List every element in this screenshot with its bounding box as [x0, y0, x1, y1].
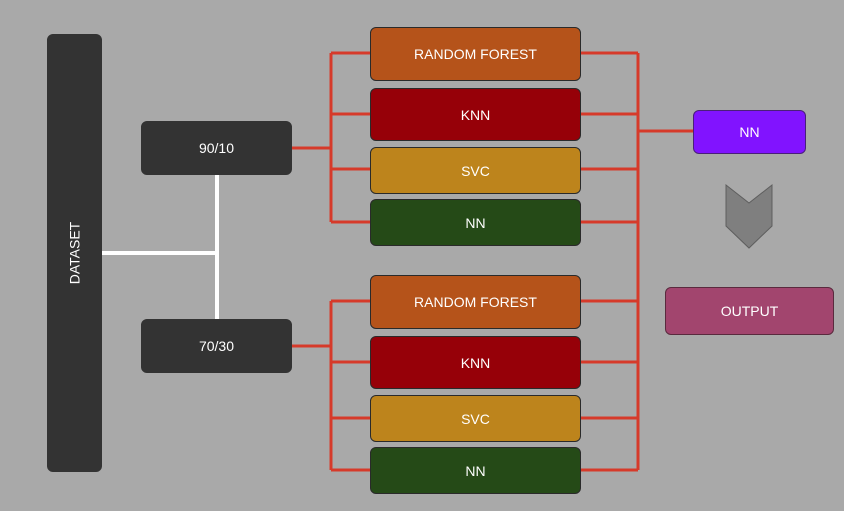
dataset-connectors [102, 175, 219, 319]
split-label: 70/30 [198, 338, 235, 354]
model-label: NN [465, 462, 486, 479]
model-to-final-connectors [581, 51, 693, 472]
final-nn-label: NN [739, 124, 760, 140]
dataset-box: DATASET [47, 34, 102, 472]
output-label: OUTPUT [720, 303, 779, 319]
knn-box: KNN [370, 336, 581, 389]
model-label: NN [465, 214, 486, 231]
model-label: KNN [460, 354, 491, 371]
down-arrow-icon [725, 183, 773, 249]
knn-box: KNN [370, 88, 581, 141]
split-label: 90/10 [198, 140, 235, 156]
model-label: SVC [461, 410, 490, 427]
random-forest-box: RANDOM FOREST [370, 27, 581, 81]
model-label: KNN [460, 106, 491, 123]
random-forest-box: RANDOM FOREST [370, 275, 581, 329]
bottom-split-connectors [292, 299, 370, 472]
dataset-label: DATASET [66, 221, 83, 285]
top-split-connectors [292, 51, 370, 224]
model-label: RANDOM FOREST [414, 294, 537, 310]
model-label: RANDOM FOREST [414, 46, 537, 62]
output-box: OUTPUT [665, 287, 834, 335]
final-nn-box: NN [693, 110, 806, 154]
nn-box: NN [370, 447, 581, 494]
svc-box: SVC [370, 395, 581, 442]
nn-box: NN [370, 199, 581, 246]
split-70-30-box: 70/30 [141, 319, 292, 373]
split-90-10-box: 90/10 [141, 121, 292, 175]
model-label: SVC [461, 162, 490, 179]
svc-box: SVC [370, 147, 581, 194]
